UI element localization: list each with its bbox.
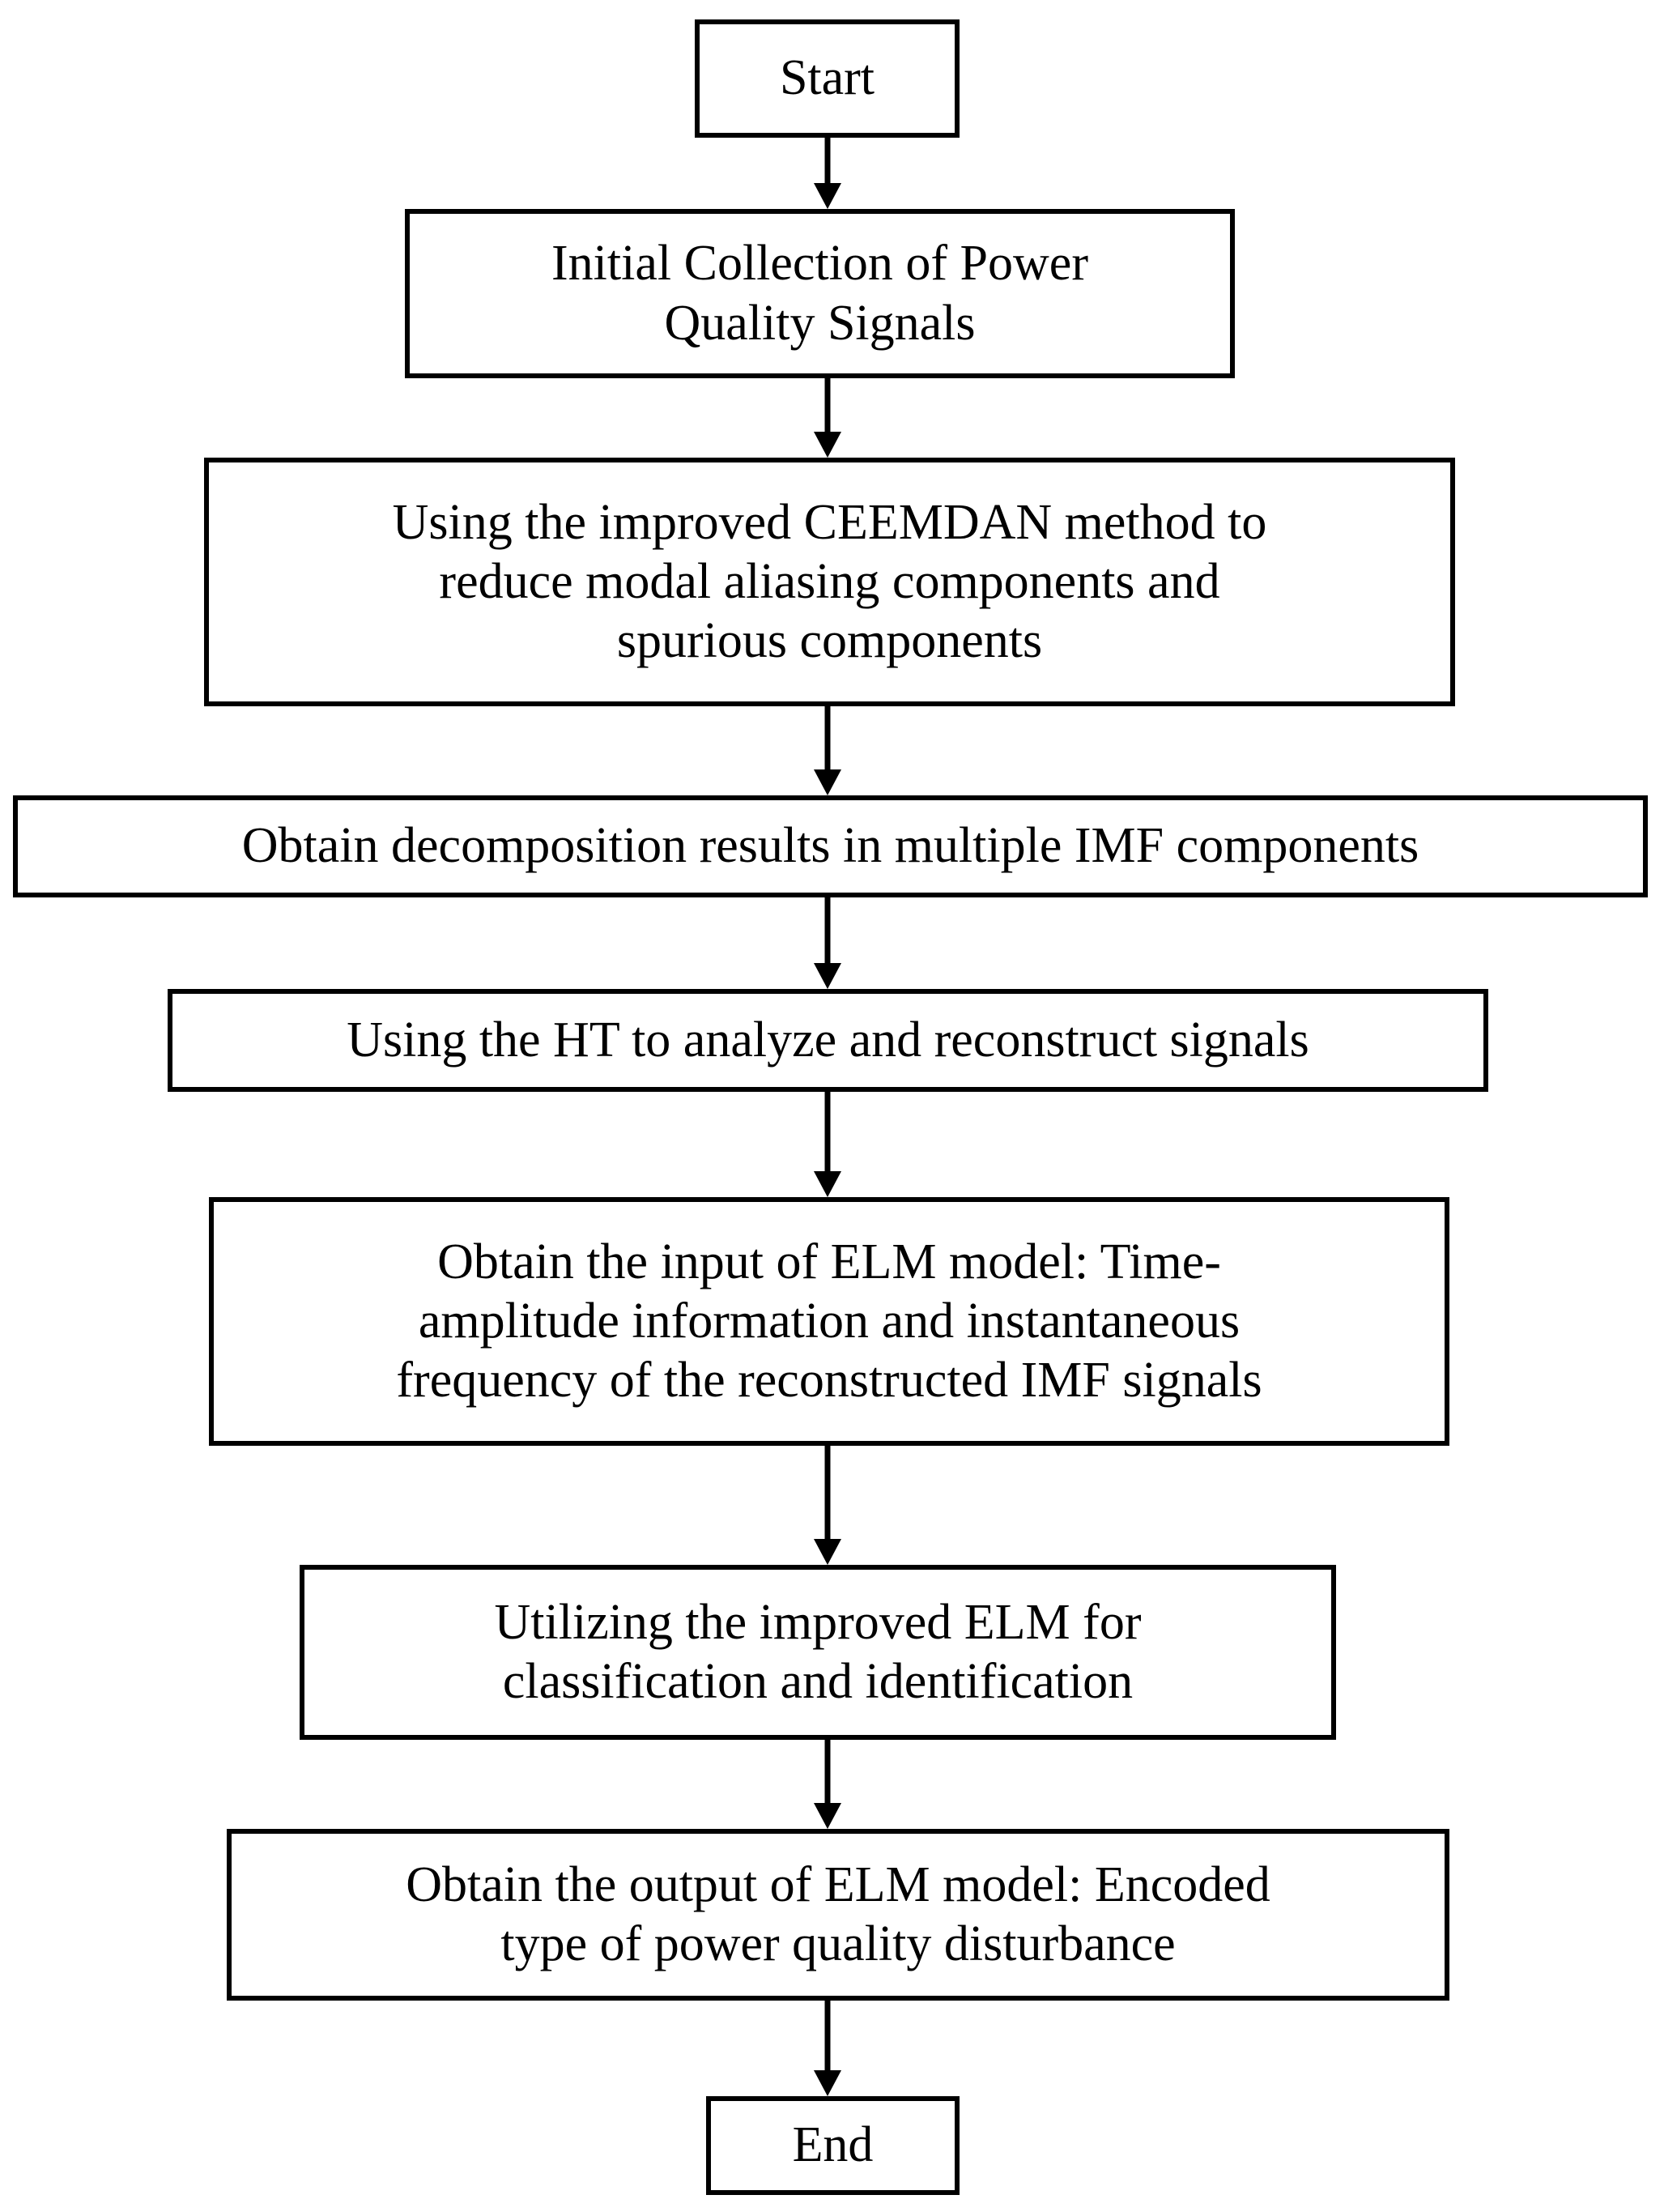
connector-line (824, 1740, 831, 1805)
flow-node-label-line: Obtain the output of ELM model: Encoded (406, 1856, 1270, 1912)
connector-line (824, 2001, 831, 2072)
flow-node-label-line: Quality Signals (664, 295, 976, 351)
arrow-down-icon (814, 769, 841, 795)
flow-node-label-line: classification and identification (502, 1654, 1134, 1709)
flow-node-start: Start (695, 19, 960, 138)
flow-node-label-line: Utilizing the improved ELM for (494, 1594, 1142, 1650)
flow-node-label-line: Using the HT to analyze and reconstruct … (347, 1012, 1309, 1068)
arrow-down-icon (814, 1539, 841, 1565)
arrow-down-icon (814, 963, 841, 989)
flow-node-hilbert-transform: Using the HT to analyze and reconstruct … (168, 989, 1488, 1092)
flow-node-label-line: Start (779, 50, 875, 106)
connector-line (824, 1092, 831, 1173)
flow-node-label-line: reduce modal aliasing components and (439, 553, 1220, 609)
flow-node-label-line: Using the improved CEEMDAN method to (392, 494, 1267, 550)
connector-line (824, 378, 831, 433)
arrow-down-icon (814, 1171, 841, 1197)
flow-node-label-line: amplitude information and instantaneous (418, 1293, 1241, 1349)
flow-node-label-line: End (792, 2117, 874, 2173)
flow-node-label-line: spurious components (616, 613, 1043, 669)
arrow-down-icon (814, 432, 841, 458)
arrow-down-icon (814, 183, 841, 209)
connector-line (824, 706, 831, 771)
flow-node-label-line: frequency of the reconstructed IMF signa… (396, 1353, 1262, 1409)
flow-node-label-line: Obtain the input of ELM model: Time- (437, 1234, 1221, 1289)
flow-node-end: End (706, 2096, 960, 2195)
flow-node-label-line: Initial Collection of Power (551, 236, 1088, 292)
flow-node-label-line: Obtain decomposition results in multiple… (241, 818, 1419, 874)
arrow-down-icon (814, 2070, 841, 2096)
flow-node-label-line: type of power quality disturbance (500, 1916, 1176, 1971)
arrow-down-icon (814, 1803, 841, 1829)
flow-node-elm-input: Obtain the input of ELM model: Time-ampl… (209, 1197, 1449, 1446)
flow-node-imf-components: Obtain decomposition results in multiple… (13, 795, 1648, 897)
connector-line (824, 138, 831, 185)
connector-line (824, 897, 831, 965)
connector-line (824, 1446, 831, 1541)
